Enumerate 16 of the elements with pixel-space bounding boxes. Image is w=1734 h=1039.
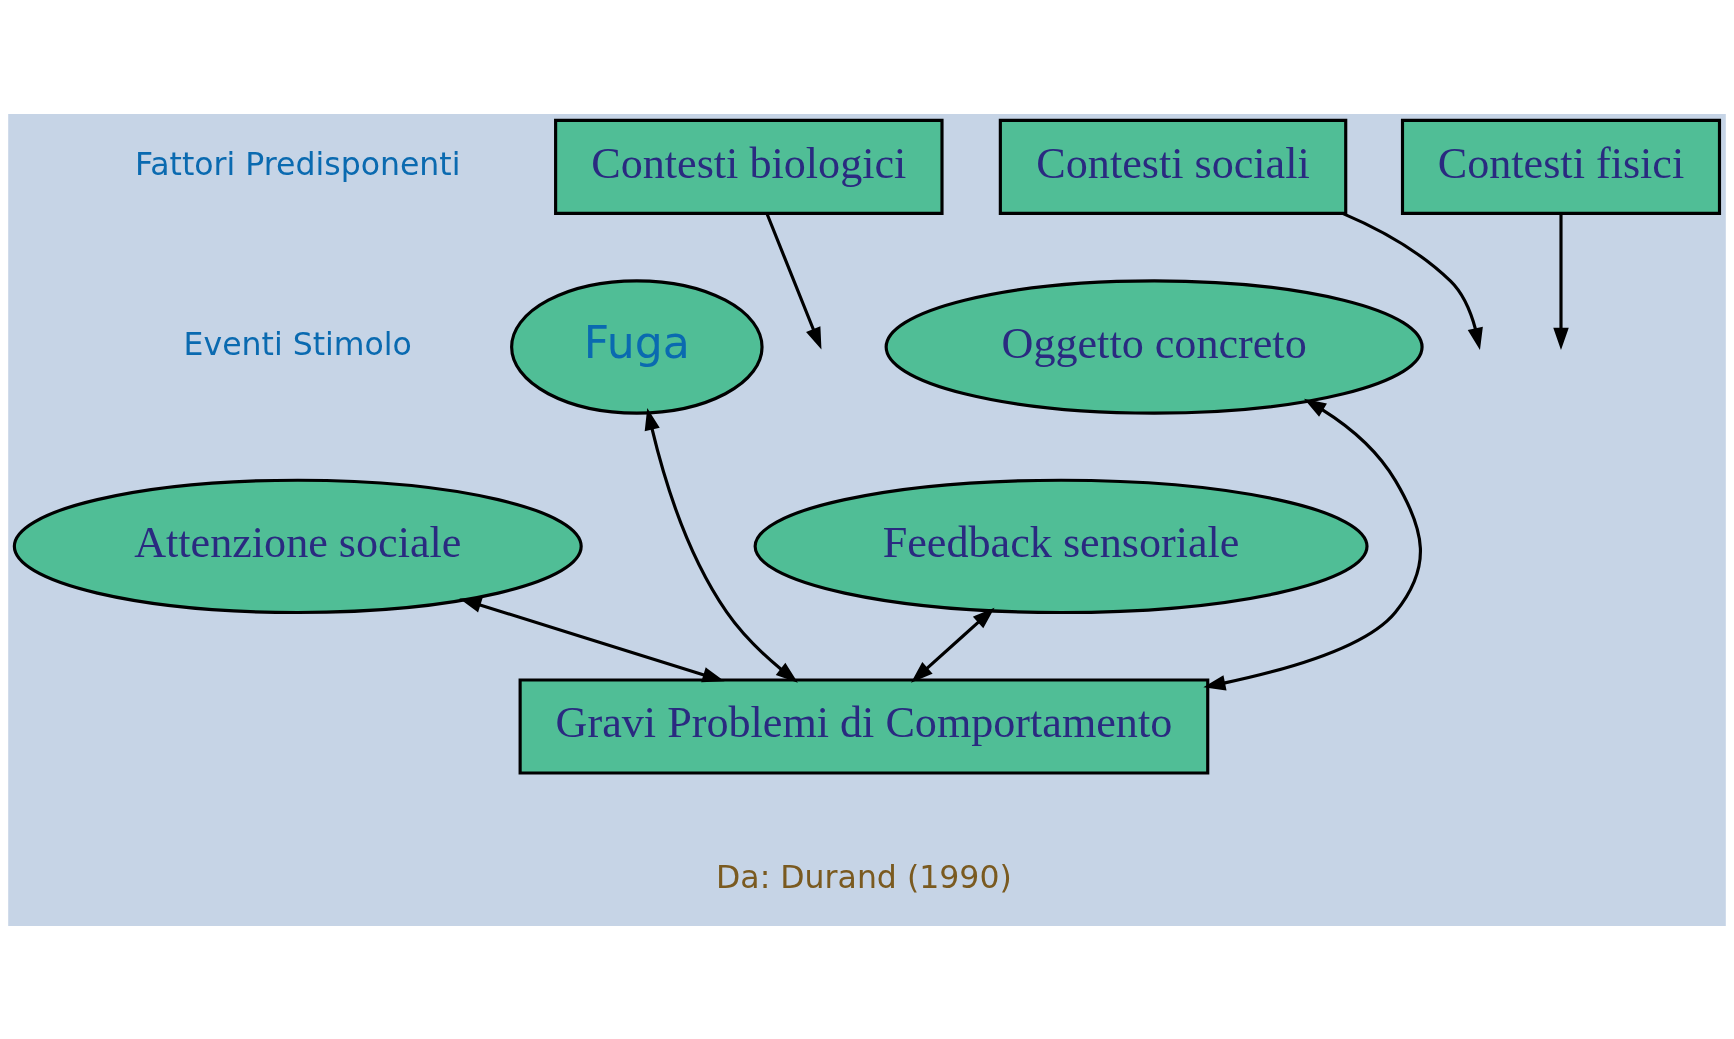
arrow <box>459 597 725 682</box>
label: Da: Durand (1990) <box>716 858 1012 895</box>
arrow <box>1342 211 1483 350</box>
arrow <box>765 212 822 350</box>
arrow <box>911 607 995 683</box>
node-box: Contesti sociali <box>998 118 1348 215</box>
node-box: Gravi Problemi di Comportamento <box>518 677 1210 775</box>
arrow <box>644 407 798 683</box>
node-ellipse: Feedback sensoriale <box>753 478 1369 614</box>
node-ellipse: Fuga <box>510 278 764 415</box>
arrow <box>1553 213 1569 350</box>
node-box: Contesti biologici <box>554 118 944 215</box>
arrow <box>1203 398 1422 690</box>
label: Eventi Stimolo <box>183 325 412 362</box>
node-box: Contesti fisici <box>1400 118 1722 215</box>
label: Fattori Predisponenti <box>135 145 461 182</box>
